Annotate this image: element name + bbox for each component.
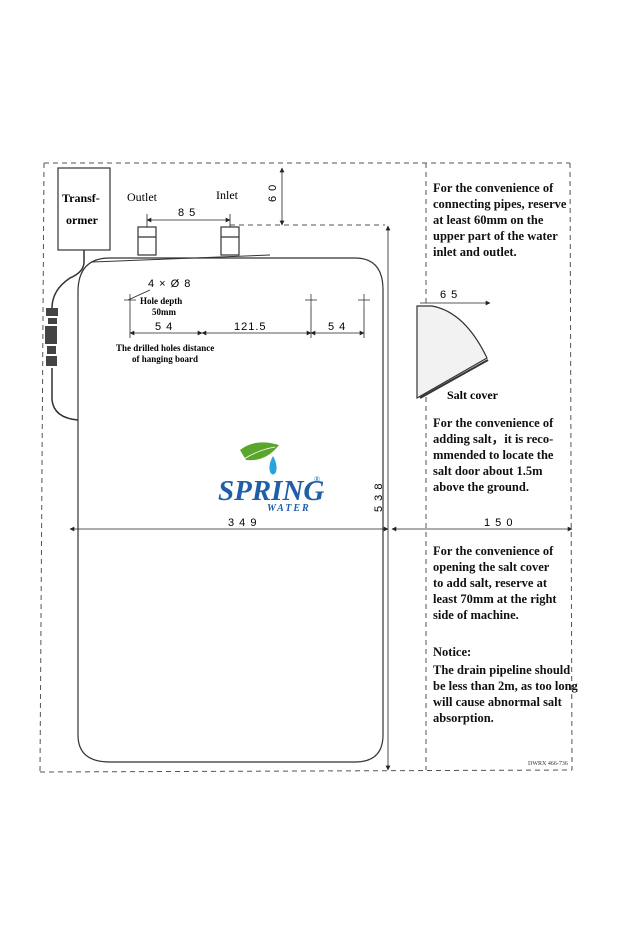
note-line: adding salt，it is reco- — [433, 432, 554, 446]
drilled-note-2: of hanging board — [132, 354, 198, 364]
note-line: For the convenience of — [433, 181, 554, 195]
note-line: be less than 2m, as too long — [433, 679, 578, 693]
note-line: absorption. — [433, 711, 494, 725]
note-line: will cause abnormal salt — [433, 695, 562, 709]
note-line: For the convenience of — [433, 416, 554, 430]
transformer-box — [57, 167, 111, 251]
dim-60-label: 6 0 — [267, 184, 279, 202]
inlet-label: Inlet — [216, 188, 239, 202]
dashed-boundaries — [39, 162, 573, 773]
note-line: mmended to locate the — [433, 448, 554, 462]
note-line: least 70mm at the right — [433, 592, 557, 606]
note-salt-cover: For the convenience of opening the salt … — [433, 543, 557, 623]
note-pipes: For the convenience of connecting pipes,… — [433, 180, 566, 260]
transformer-label-1: Transf- — [62, 191, 100, 205]
hole-spacing-dims — [129, 306, 365, 338]
hole-markers — [124, 294, 370, 306]
note-line: side of machine. — [433, 608, 519, 622]
brand-main: SPRING — [218, 475, 324, 507]
note-line: opening the salt cover — [433, 560, 550, 574]
dim-65-label: 6 5 — [440, 289, 458, 301]
holes-leader — [127, 289, 151, 301]
dim-54-left: 5 4 — [155, 321, 173, 333]
holes-label: 4 × Ø 8 — [148, 278, 191, 290]
body-top-edge — [91, 254, 271, 263]
brand-mark: ® — [314, 475, 320, 484]
water-drop-icon — [269, 456, 277, 475]
hole-depth-2: 50mm — [152, 307, 176, 317]
dim-538-label: 5 3 8 — [373, 483, 385, 512]
spring-water-logo: SPRING ® WATER — [218, 442, 324, 514]
dim-85-label: 8 5 — [178, 207, 196, 219]
inlet-fitting — [220, 226, 240, 256]
note-line: connecting pipes, reserve — [433, 197, 567, 211]
note-line: to add salt, reserve at — [433, 576, 547, 590]
machine-body — [77, 257, 384, 763]
salt-cover-label: Salt cover — [447, 388, 499, 402]
power-connector — [45, 308, 58, 366]
note-line: at least 60mm on the — [433, 213, 544, 227]
notice-title: Notice: — [433, 645, 472, 659]
hole-depth-1: Hole depth — [140, 296, 182, 306]
note-line: salt door about 1.5m — [433, 464, 543, 478]
note-notice: Notice: The drain pipeline should be les… — [433, 644, 578, 726]
dim-121-5: 121.5 — [234, 321, 267, 333]
note-line: For the convenience of — [433, 544, 554, 558]
dim-150-label: 1 5 0 — [484, 517, 513, 529]
brand-sub: WATER — [267, 503, 311, 514]
connector-cable — [51, 368, 79, 421]
salt-cover-shape — [416, 305, 488, 400]
outlet-fitting — [137, 226, 157, 256]
note-line: The drain pipeline should — [433, 663, 571, 677]
outlet-label: Outlet — [127, 190, 158, 204]
note-line: upper part of the water — [433, 229, 558, 243]
drilled-note-1: The drilled holes distance — [116, 343, 214, 353]
note-line: above the ground. — [433, 480, 529, 494]
note-line: inlet and outlet. — [433, 245, 517, 259]
doc-code: DWRX 466-736 — [528, 761, 568, 767]
transformer-cable — [51, 250, 85, 309]
note-salt-door: For the convenience of adding salt，it is… — [433, 415, 553, 495]
dim-54-right: 5 4 — [328, 321, 346, 333]
transformer-label-2: ormer — [66, 213, 99, 227]
dim-349-label: 3 4 9 — [228, 517, 257, 529]
